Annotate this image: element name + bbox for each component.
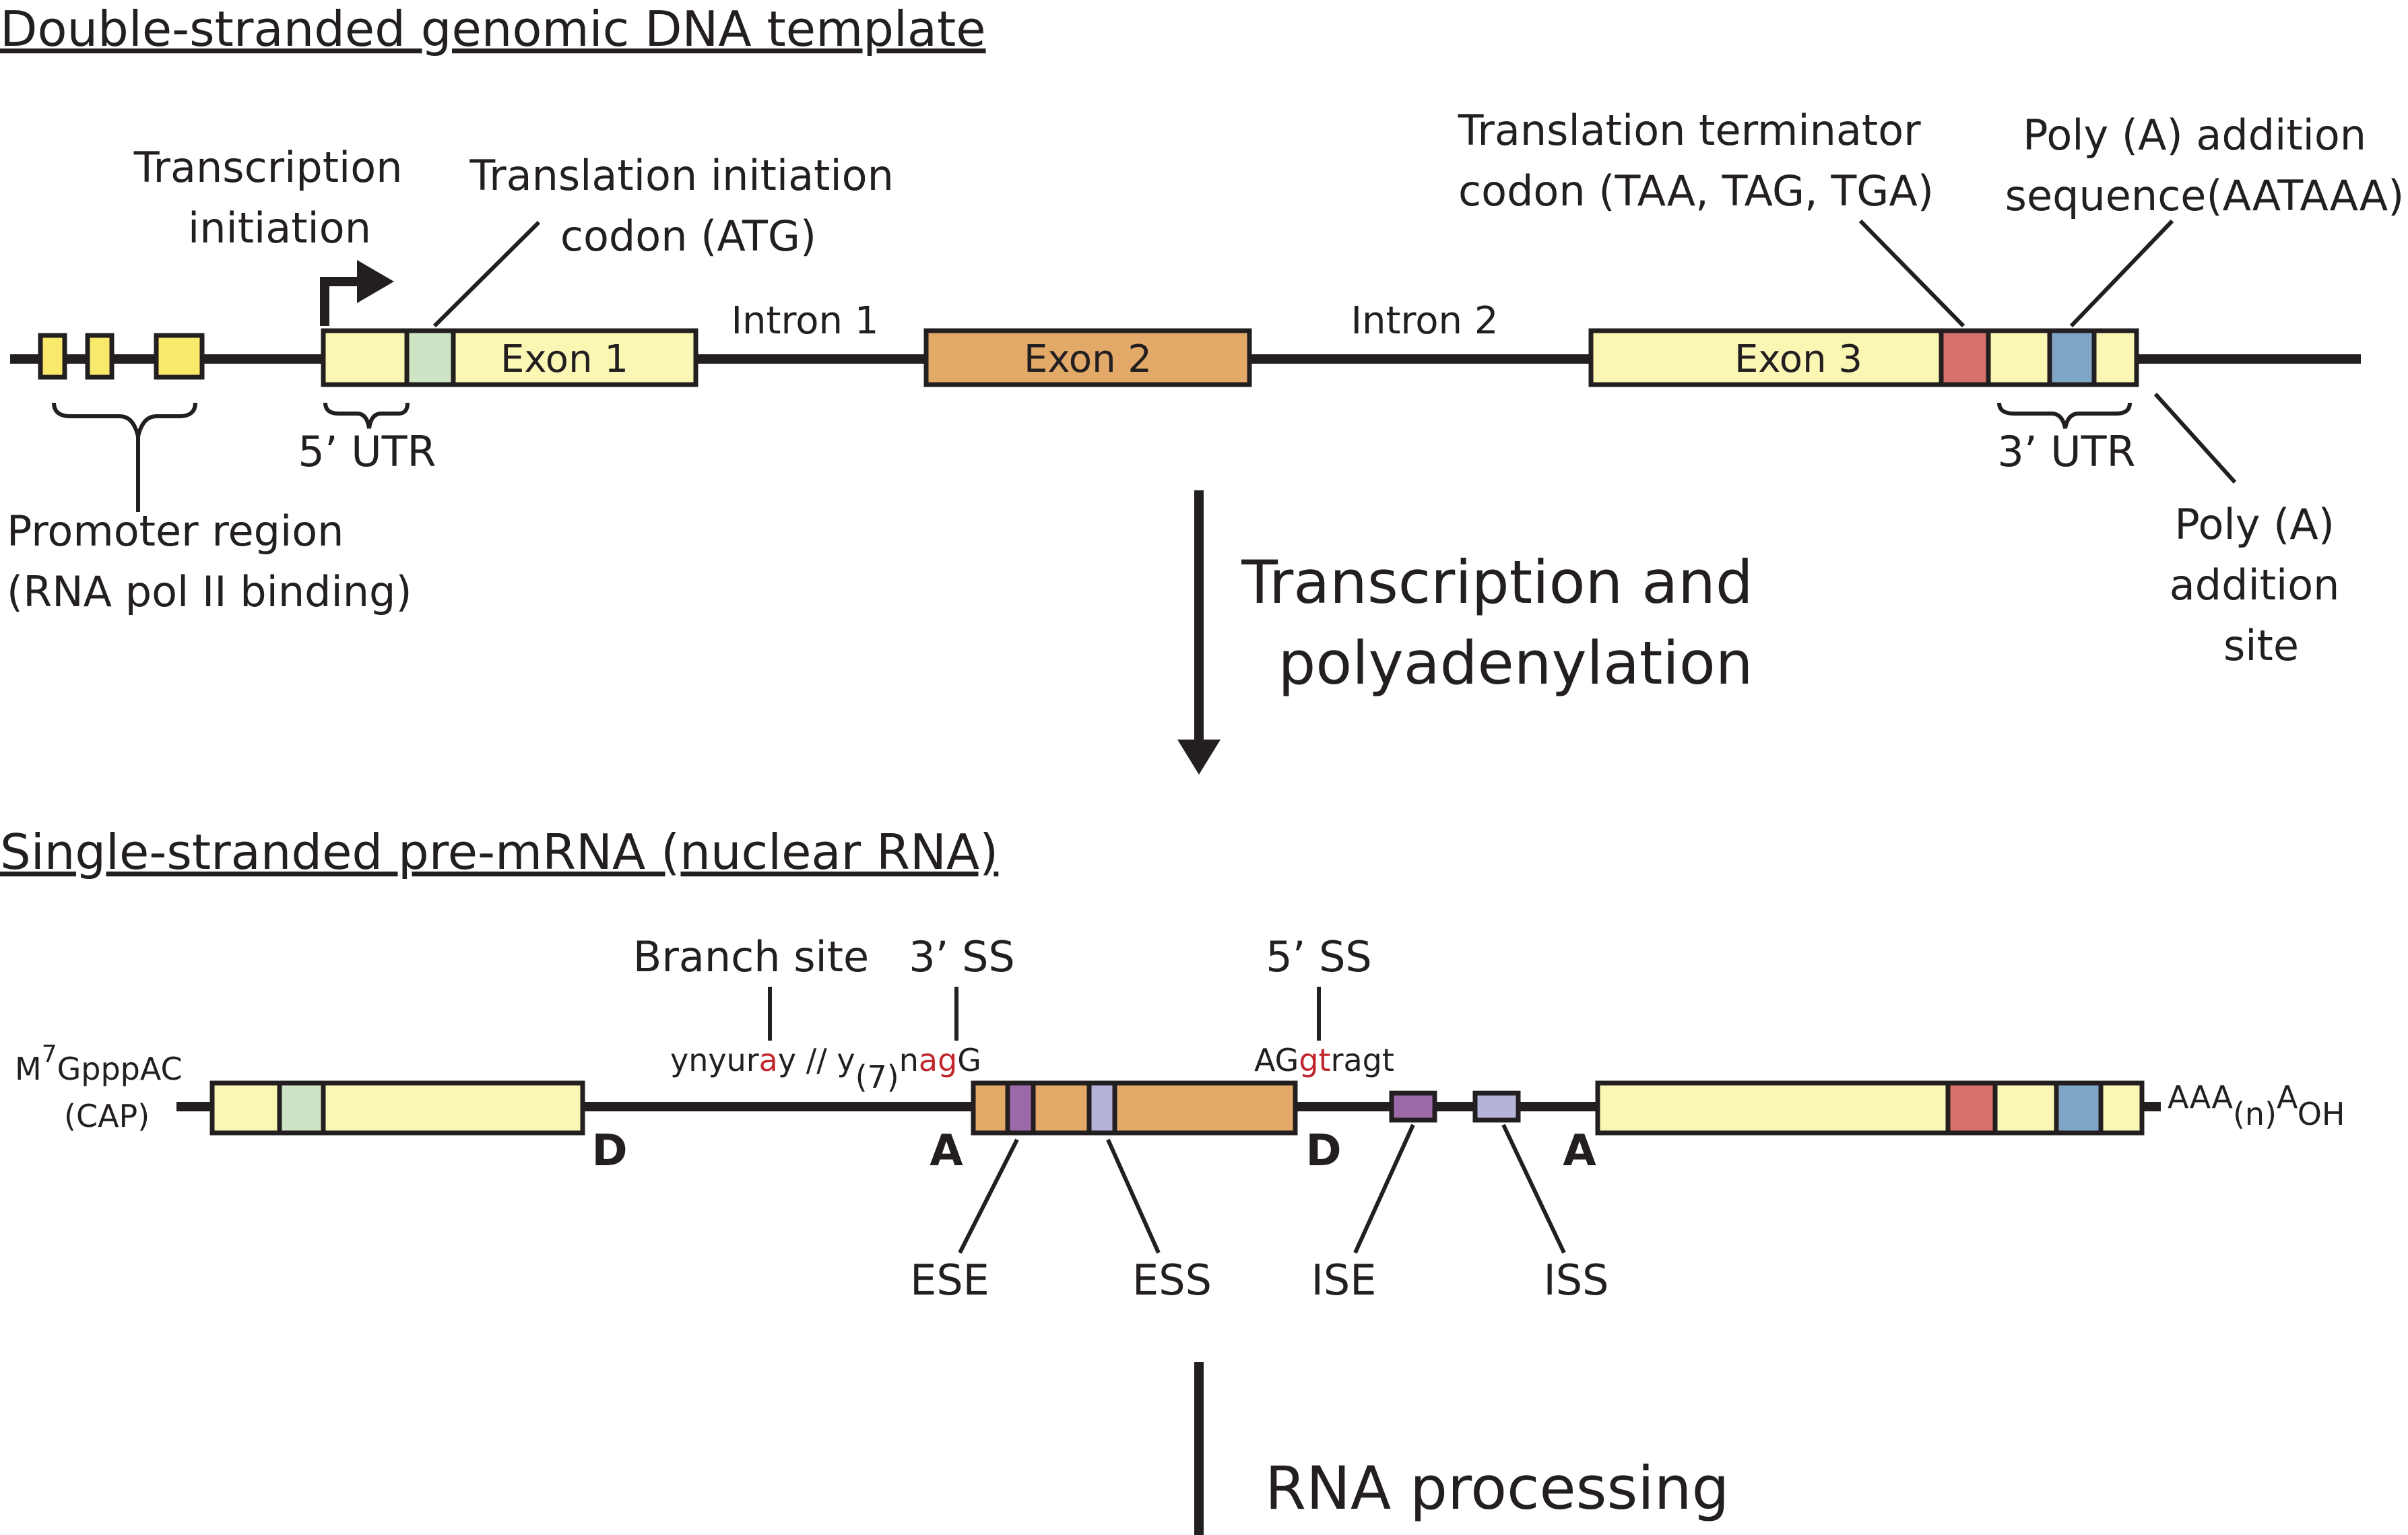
ess-leader-line	[1106, 1138, 1161, 1254]
polya-tail: AAA(n)AOH	[2168, 1079, 2345, 1132]
ese-label: ESE	[910, 1255, 989, 1305]
polya-site-leader-line	[2153, 392, 2237, 484]
ss3-label: 3’ SS	[909, 932, 1015, 981]
dna-stop-codon	[1939, 328, 1991, 387]
rna-exon-3	[1595, 1080, 2145, 1136]
ese-leader-line	[958, 1138, 1019, 1254]
processing-step-label: RNA processing	[1265, 1454, 1729, 1523]
transcription-arrow-head	[357, 260, 394, 303]
iss-label: ISS	[1544, 1255, 1609, 1305]
rna-exon-1	[209, 1080, 585, 1136]
dna-exon-3	[1588, 328, 2139, 387]
cap-structure: M7GpppAC	[15, 1041, 183, 1087]
utr5-brace	[323, 402, 410, 429]
donor-label-1: D	[591, 1126, 627, 1176]
transcription-start-arrow	[320, 277, 364, 326]
polya-signal-leader-line	[2069, 219, 2174, 328]
exon-1-label: Exon 1	[500, 337, 628, 381]
transcription-step-label: Transcription and polyadenylation	[1241, 548, 1772, 698]
iss-leader-line	[1501, 1123, 1566, 1254]
branch-site-label: Branch site	[633, 932, 869, 981]
dna-exon-2	[923, 328, 1252, 387]
utr3-label: 3’ UTR	[1997, 427, 2135, 476]
intron-1-label: Intron 1	[731, 299, 879, 343]
ss5-label: 5’ SS	[1266, 932, 1372, 981]
ess-element	[1086, 1080, 1117, 1136]
dna-title: Double-stranded genomic DNA template	[0, 1, 986, 57]
stop-leader-line	[1858, 219, 1965, 328]
ess-label: ESS	[1132, 1255, 1212, 1305]
dna-atg-codon	[404, 328, 456, 387]
polya-site-label: Poly (A) addition site	[2170, 500, 2353, 670]
dna-polya-signal	[2047, 328, 2097, 387]
exon-2-label: Exon 2	[1024, 337, 1152, 381]
translation-terminator-label: Translation terminator codon (TAA, TAG, …	[1458, 106, 1934, 216]
donor-sequence: AGgtragt	[1254, 1042, 1394, 1078]
rna-polya-signal	[2054, 1080, 2104, 1136]
intron-2-label: Intron 2	[1351, 299, 1499, 343]
rna-atg-codon	[277, 1080, 326, 1136]
ese-element	[1005, 1080, 1036, 1136]
ise-element	[1389, 1090, 1437, 1123]
rna-stop-codon	[1945, 1080, 1998, 1136]
iss-element	[1472, 1090, 1521, 1123]
dna-exon-1	[321, 328, 698, 387]
acceptor-label-2: A	[1563, 1126, 1596, 1176]
donor-label-2: D	[1305, 1126, 1341, 1176]
cap-label: (CAP)	[64, 1098, 150, 1134]
transcription-initiation-label: Transcription initiation	[133, 143, 416, 253]
utr3-brace	[1997, 402, 2132, 429]
transcription-step-arrow-head	[1177, 740, 1221, 775]
premrna-title: Single-stranded pre-mRNA (nuclear RNA)	[0, 824, 998, 880]
ise-leader-line	[1353, 1123, 1415, 1254]
promoter-box-2	[85, 333, 115, 380]
translation-initiation-label: Translation initiation codon (ATG)	[469, 151, 907, 261]
promoter-brace	[52, 402, 197, 437]
ise-label: ISE	[1311, 1255, 1377, 1305]
atg-leader-line	[432, 220, 541, 328]
promoter-box-3	[154, 333, 205, 380]
exon-3-label: Exon 3	[1734, 337, 1862, 381]
polya-sequence-label: Poly (A) addition sequence(AATAAA)	[2005, 110, 2405, 220]
branch-sequence: ynyuray // y(7)nagG	[670, 1042, 981, 1095]
utr5-label: 5’ UTR	[298, 427, 436, 476]
promoter-box-1	[38, 333, 67, 380]
promoter-label: Promoter region (RNA pol II binding)	[7, 507, 412, 616]
acceptor-label-1: A	[930, 1126, 963, 1176]
